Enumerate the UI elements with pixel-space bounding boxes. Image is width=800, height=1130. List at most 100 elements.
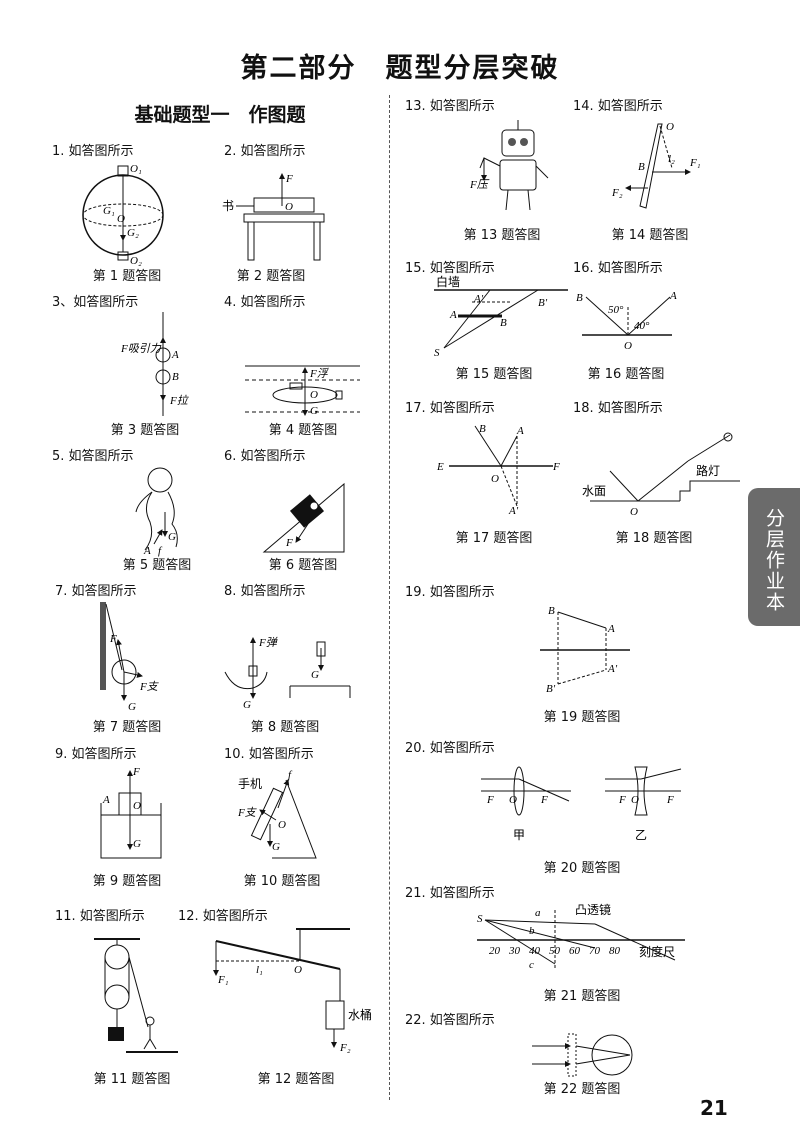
figure-7-wall-ball: F F支 G xyxy=(100,602,160,713)
figure-13-robot: F压 xyxy=(469,120,549,211)
figure-17-reflection: B A E F O A′ xyxy=(436,423,560,517)
caption-4: 第 4 题答图 xyxy=(268,423,338,438)
fig16-a: A xyxy=(669,290,677,302)
fig20-jia: 甲 xyxy=(513,828,525,842)
fig8-g1: G xyxy=(243,699,251,711)
fig16-angle1: 50° xyxy=(608,304,624,316)
fig15-s: S xyxy=(434,347,440,359)
figure-22-eye xyxy=(532,1033,633,1077)
fig12-l1: l₁ xyxy=(256,964,263,976)
fig19-a1: A′ xyxy=(607,663,618,675)
fig2-f: F xyxy=(285,173,293,185)
fig3-fattr: F吸引力 xyxy=(120,342,162,355)
caption-7: 第 7 题答图 xyxy=(92,720,162,735)
caption-5: 第 5 题答图 xyxy=(122,558,192,573)
fig9-a: A xyxy=(102,794,110,806)
figure-10-phone-stand: 手机 f F支 O G xyxy=(237,769,317,859)
item-label-20: 20. 如答图所示 xyxy=(405,741,495,756)
caption-20: 第 20 题答图 xyxy=(543,861,621,876)
side-tab-label: 分层作业本 xyxy=(763,507,785,613)
fig20-f2-right: F xyxy=(666,794,674,806)
fig21-tick-40: 40 xyxy=(529,945,541,957)
fig1-o1: O₁ xyxy=(130,163,142,175)
caption-11: 第 11 题答图 xyxy=(93,1072,171,1087)
section-title: 基础题型一 作图题 xyxy=(134,104,306,126)
figure-5-child: G A f xyxy=(135,467,178,557)
fig9-f: F xyxy=(132,766,140,778)
fig20-o2: O xyxy=(631,794,639,806)
item-label-15: 15. 如答图所示 xyxy=(405,261,495,276)
fig17-b: B xyxy=(479,423,486,435)
item-label-7: 7. 如答图所示 xyxy=(55,584,137,599)
item-label-4: 4. 如答图所示 xyxy=(224,295,306,310)
figure-16-mirror: B A 50° 40° O xyxy=(576,290,677,352)
fig14-f1: F₁ xyxy=(689,157,701,169)
fig10-phone: 手机 xyxy=(238,777,262,791)
fig20-f-right: F xyxy=(540,794,548,806)
fig2-o: O xyxy=(285,201,293,213)
fig9-o: O xyxy=(133,800,141,812)
figure-6-incline: F xyxy=(262,482,345,553)
fig21-b: b xyxy=(529,925,535,937)
caption-2: 第 2 题答图 xyxy=(236,269,306,284)
fig17-e: E xyxy=(436,461,444,473)
fig15-b: B xyxy=(500,317,507,329)
item-label-16: 16. 如答图所示 xyxy=(573,261,663,276)
fig6-f: F xyxy=(285,537,293,549)
figure-20-lenses: F O F F O F 甲 乙 xyxy=(481,766,682,842)
fig5-g: G xyxy=(168,531,176,543)
fig12-f2: F₂ xyxy=(339,1042,351,1054)
fig10-fsupport: F支 xyxy=(237,806,258,819)
fig5-a: A xyxy=(143,545,151,557)
item-label-21: 21. 如答图所示 xyxy=(405,886,495,901)
fig7-f: F xyxy=(109,633,117,645)
fig21-a: a xyxy=(535,907,541,919)
fig20-f2-left: F xyxy=(618,794,626,806)
fig14-f2: F₂ xyxy=(611,187,623,199)
item-label-2: 2. 如答图所示 xyxy=(224,144,306,159)
fig7-fsupport: F支 xyxy=(139,680,160,693)
caption-19: 第 19 题答图 xyxy=(543,710,621,725)
figure-19-image: B A A′ B′ xyxy=(540,605,630,695)
item-label-8: 8. 如答图所示 xyxy=(224,584,306,599)
fig10-g: G xyxy=(272,841,280,853)
fig16-angle2: 40° xyxy=(634,320,650,332)
fig8-g2: G xyxy=(311,669,319,681)
fig15-a1: A′ xyxy=(473,293,484,305)
fig3-b: B xyxy=(172,371,179,383)
fig7-g: G xyxy=(128,701,136,713)
item-label-18: 18. 如答图所示 xyxy=(573,401,663,416)
figure-9-beaker: F A O G xyxy=(100,766,162,859)
fig12-bucket: 水桶 xyxy=(348,1007,372,1022)
fig13-fpress: F压 xyxy=(469,179,490,191)
fig21-tick-60: 60 xyxy=(569,945,581,957)
fig19-b: B xyxy=(548,605,555,617)
fig4-g: G xyxy=(310,405,318,417)
column-divider xyxy=(389,95,390,1100)
fig20-f-left: F xyxy=(486,794,494,806)
item-label-9: 9. 如答图所示 xyxy=(55,747,137,762)
fig10-f: f xyxy=(288,769,293,781)
caption-13: 第 13 题答图 xyxy=(463,228,541,243)
caption-22: 第 22 题答图 xyxy=(543,1082,621,1097)
fig18-lamp: 路灯 xyxy=(696,463,720,478)
fig21-lens: 凸透镜 xyxy=(575,902,611,917)
fig1-g1: G₁ xyxy=(103,205,115,217)
fig17-a1: A′ xyxy=(508,505,519,517)
fig4-o: O xyxy=(310,389,318,401)
caption-16: 第 16 题答图 xyxy=(587,367,665,382)
figure-4-submarine: F浮 O G xyxy=(245,365,360,417)
page-title: 第二部分 题型分层突破 xyxy=(240,53,560,84)
figure-11-pulleys xyxy=(94,938,178,1053)
fig2-book: 书 xyxy=(222,199,234,213)
item-label-17: 17. 如答图所示 xyxy=(405,401,495,416)
item-label-11: 11. 如答图所示 xyxy=(55,909,145,924)
fig5-f: f xyxy=(158,545,163,557)
fig16-o: O xyxy=(624,340,632,352)
fig3-a: A xyxy=(171,349,179,361)
caption-14: 第 14 题答图 xyxy=(611,228,689,243)
fig12-o: O xyxy=(294,964,302,976)
caption-6: 第 6 题答图 xyxy=(268,558,338,573)
figure-14-rod: O B l₂ F₁ F₂ xyxy=(611,121,701,209)
fig14-l2: l₂ xyxy=(668,153,675,165)
